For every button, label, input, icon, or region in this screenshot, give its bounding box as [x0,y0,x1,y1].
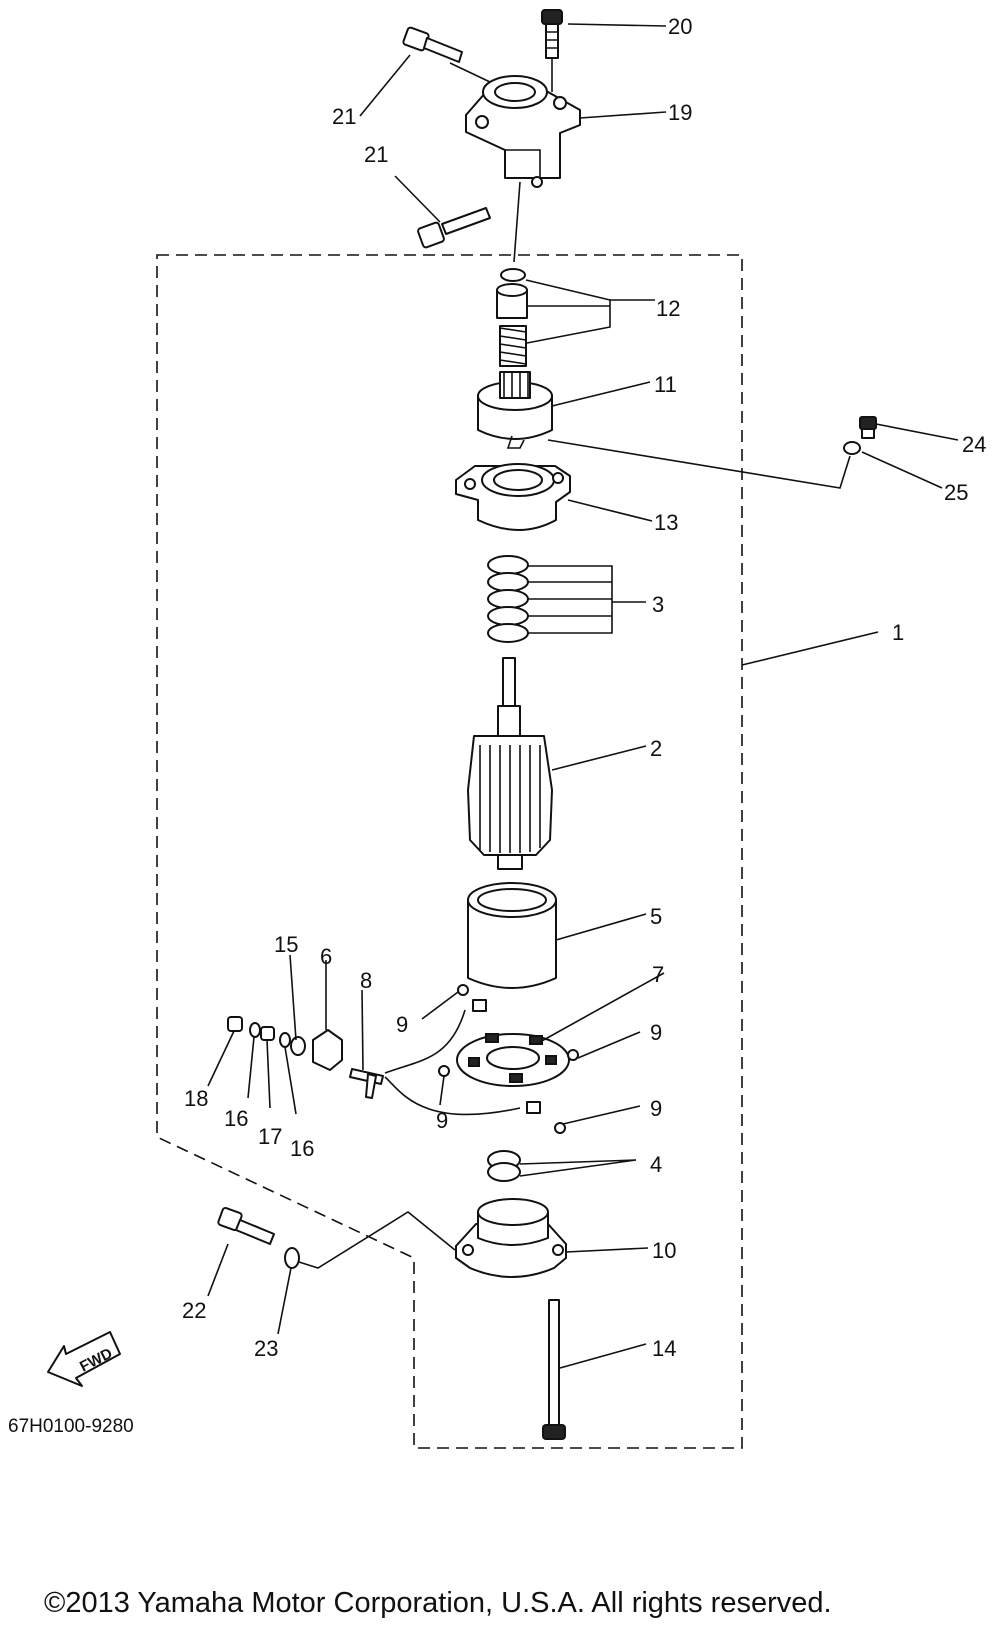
parts-15-18-nuts-washers [227,1016,306,1056]
callout-9-a: 9 [396,1012,408,1037]
callout-20: 20 [668,14,692,39]
part-23-washer [284,1247,300,1269]
part-10-rear-cover [455,1198,567,1278]
part-19-bracket [465,75,581,188]
callout-18: 18 [184,1086,208,1111]
drawing-code: 67H0100-9280 [8,1416,134,1437]
part-4-washer [487,1150,521,1182]
callout-7: 7 [652,962,664,987]
callout-9-c: 9 [436,1108,448,1133]
callout-16-a: 16 [224,1106,248,1131]
callout-14: 14 [652,1336,676,1361]
callout-2: 2 [650,736,662,761]
callout-9-d: 9 [650,1096,662,1121]
fwd-arrow-icon: FWD [47,1331,121,1387]
callout-17: 17 [258,1124,282,1149]
callout-1: 1 [892,620,904,645]
copyright-notice: ©2013 Yamaha Motor Corporation, U.S.A. A… [44,1587,832,1619]
callout-25: 25 [944,480,968,505]
callout-6: 6 [320,944,332,969]
part-13-front-cover [455,463,571,531]
part-7-brush-holder [456,1033,570,1087]
part-2-armature [467,657,553,870]
callout-12: 12 [656,296,680,321]
part-11-pinion [477,371,553,449]
callout-24: 24 [962,432,986,457]
part-5-yoke [467,882,557,989]
part-14-through-bolt [542,1299,566,1440]
part-8-terminal-bolt [349,1068,384,1099]
callout-11: 11 [654,372,677,397]
callout-23: 23 [254,1336,278,1361]
callout-19: 19 [668,100,692,125]
callout-13: 13 [654,510,678,535]
part-24-screw [859,416,877,439]
callout-5: 5 [650,904,662,929]
part-21-bolt-lower [417,207,491,249]
callout-21-upper: 21 [332,104,356,129]
part-20-bolt [541,9,563,59]
callout-22: 22 [182,1298,206,1323]
callout-labels: 20 19 21 21 12 11 24 25 13 3 1 2 5 15 6 … [182,14,986,1361]
callout-3: 3 [652,592,664,617]
part-22-bolt [217,1206,275,1245]
callout-21-lower: 21 [364,142,388,167]
brush-wires [384,984,579,1134]
callout-15: 15 [274,932,298,957]
part-21-bolt-upper [402,26,463,63]
part-6-terminal-block [312,1029,343,1071]
callout-16-b: 16 [290,1136,314,1161]
callout-9-b: 9 [650,1020,662,1045]
part-25-washer [843,441,861,455]
part-3-washers [487,555,529,643]
part-12-stopper-set [496,268,528,367]
assembly-boundary [156,254,743,1449]
callout-4: 4 [650,1152,662,1177]
leader-lines [207,23,959,1369]
callout-8: 8 [360,968,372,993]
callout-10: 10 [652,1238,676,1263]
